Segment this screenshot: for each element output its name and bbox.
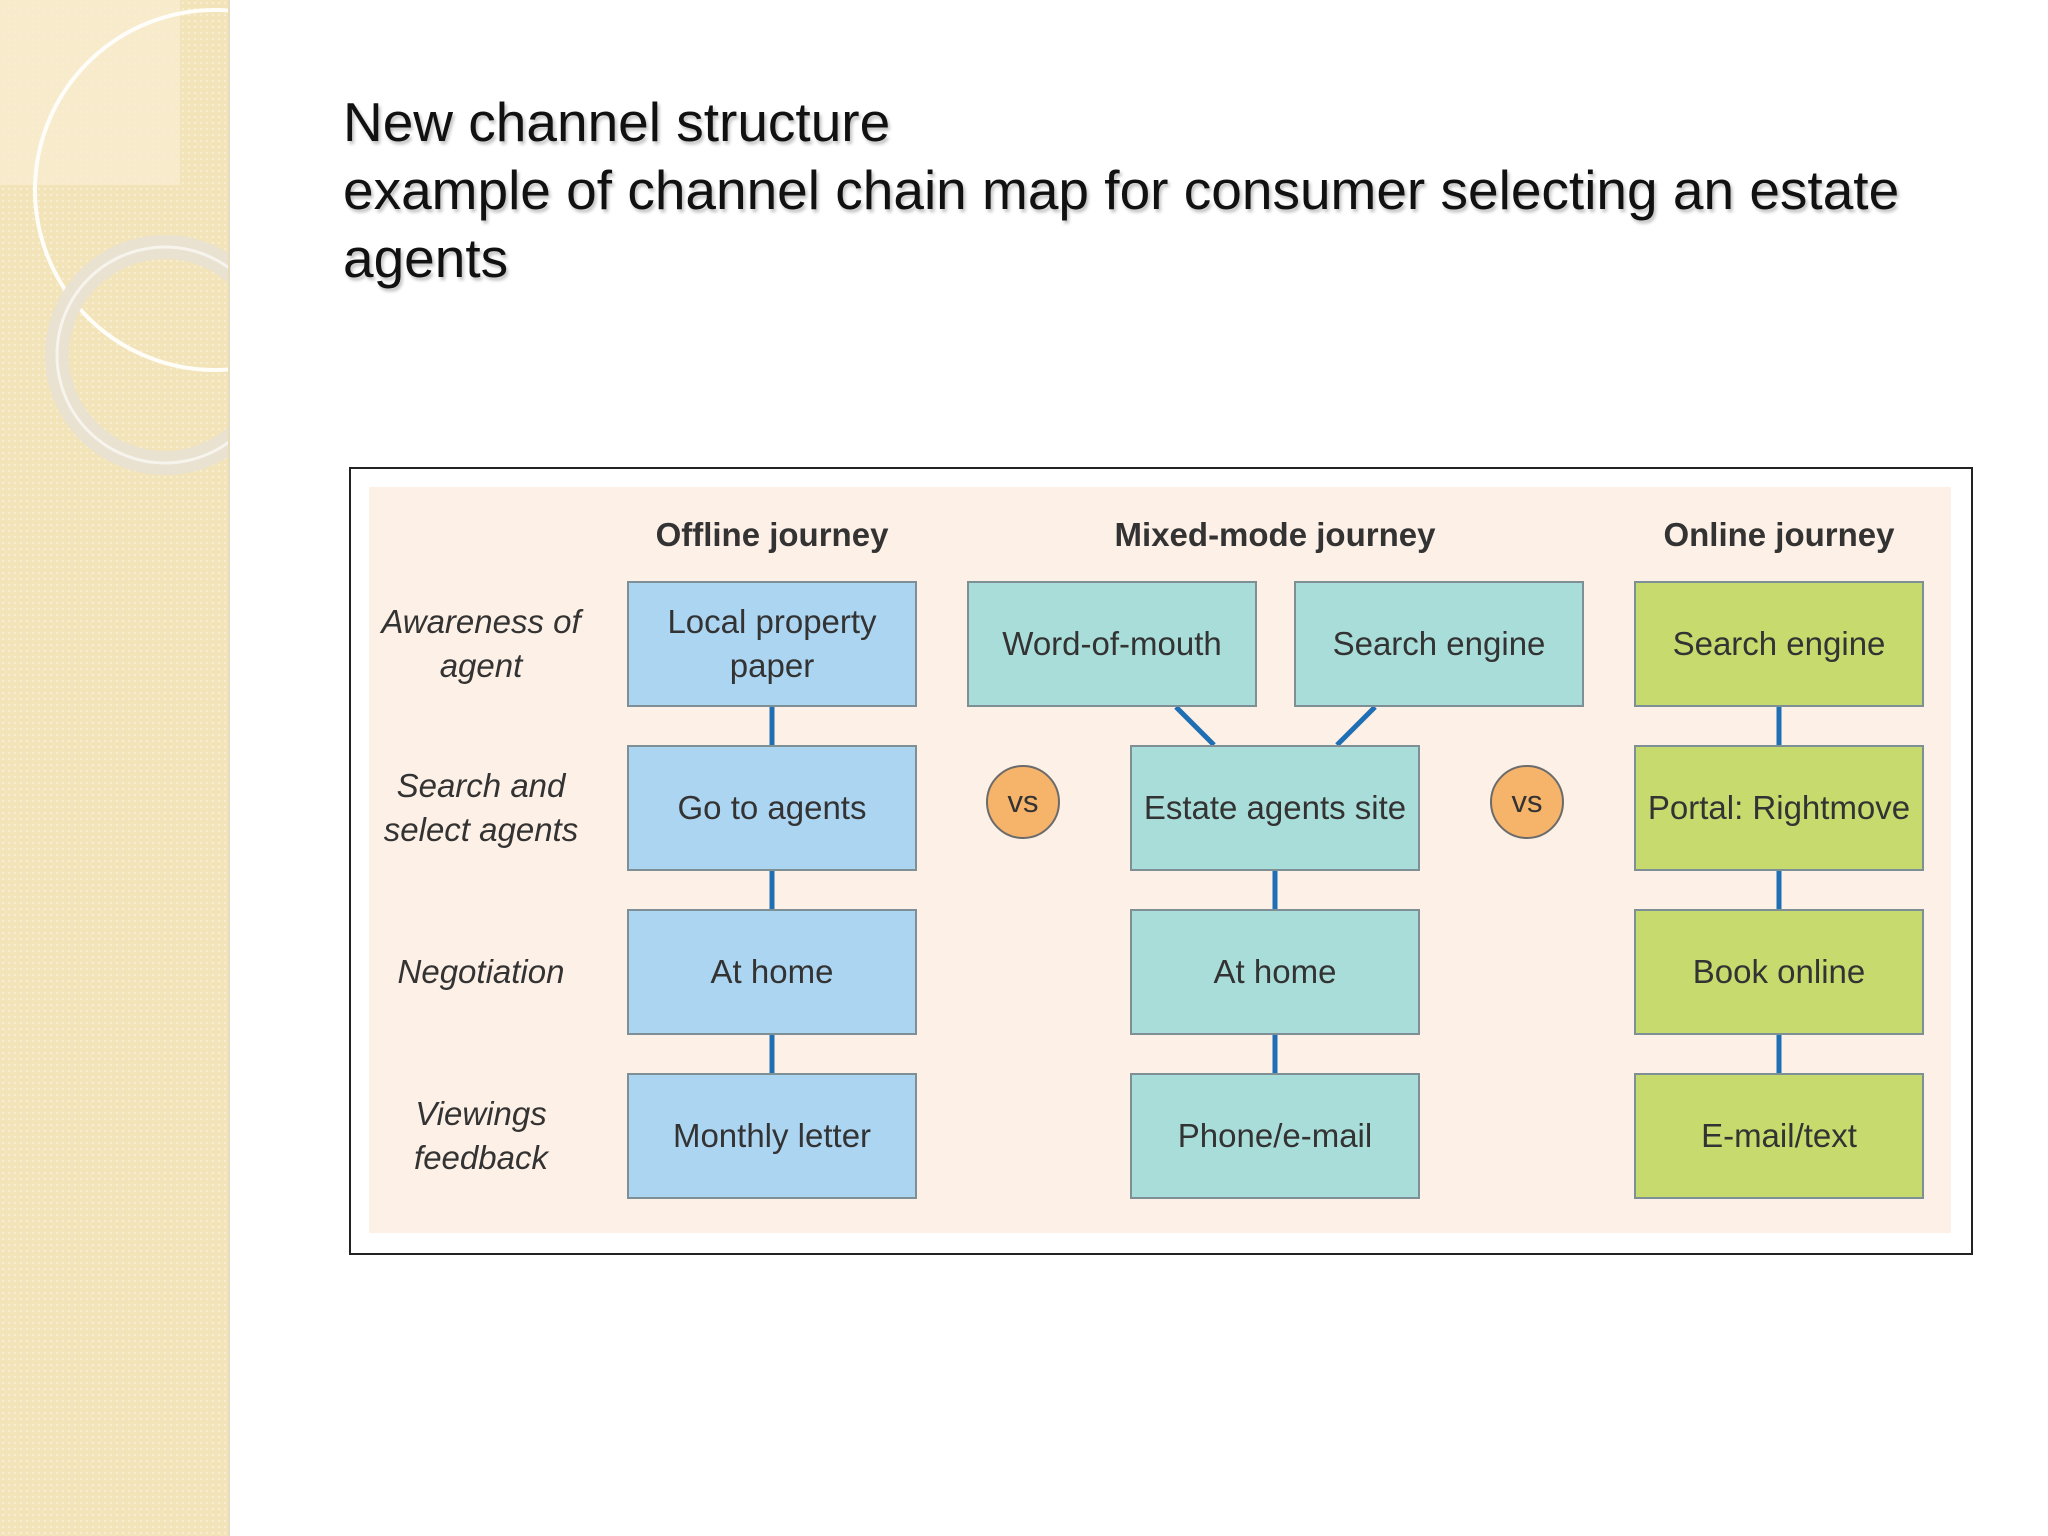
row-label-negotiation: Negotiation — [397, 953, 565, 990]
online-negotiation-box: Book online — [1634, 909, 1924, 1035]
slide-title: New channel structure example of channel… — [343, 88, 1983, 292]
connector-mixed-right — [1335, 705, 1377, 747]
column-header-online: Online journey — [1663, 516, 1895, 553]
online-awareness-box: Search engine — [1634, 581, 1924, 707]
row-label-search: Search and select agents — [383, 767, 579, 848]
vs-marker-right: vs — [1490, 765, 1564, 839]
offline-negotiation-box: At home — [627, 909, 917, 1035]
decorative-rings — [0, 0, 228, 475]
offline-awareness-box: Local property paper — [627, 581, 917, 707]
decorative-side-strip — [0, 0, 230, 1536]
column-header-mixed: Mixed-mode journey — [1114, 516, 1436, 553]
mixed-feedback-box: Phone/e-mail — [1130, 1073, 1420, 1199]
mixed-awareness-box-1: Word-of-mouth — [967, 581, 1257, 707]
vs-marker-left: vs — [986, 765, 1060, 839]
row-label-feedback: Viewings feedback — [414, 1095, 548, 1176]
title-line-2: example of channel chain map for consume… — [343, 159, 1900, 289]
column-header-offline: Offline journey — [655, 516, 889, 553]
connector-mixed-left — [1174, 705, 1216, 747]
offline-feedback-box: Monthly letter — [627, 1073, 917, 1199]
online-feedback-box: E-mail/text — [1634, 1073, 1924, 1199]
offline-search-box: Go to agents — [627, 745, 917, 871]
mixed-negotiation-box: At home — [1130, 909, 1420, 1035]
online-search-box: Portal: Rightmove — [1634, 745, 1924, 871]
mixed-search-box: Estate agents site — [1130, 745, 1420, 871]
title-line-1: New channel structure — [343, 91, 891, 153]
row-label-awareness: Awareness of agent — [381, 603, 581, 684]
mixed-awareness-box-2: Search engine — [1294, 581, 1584, 707]
